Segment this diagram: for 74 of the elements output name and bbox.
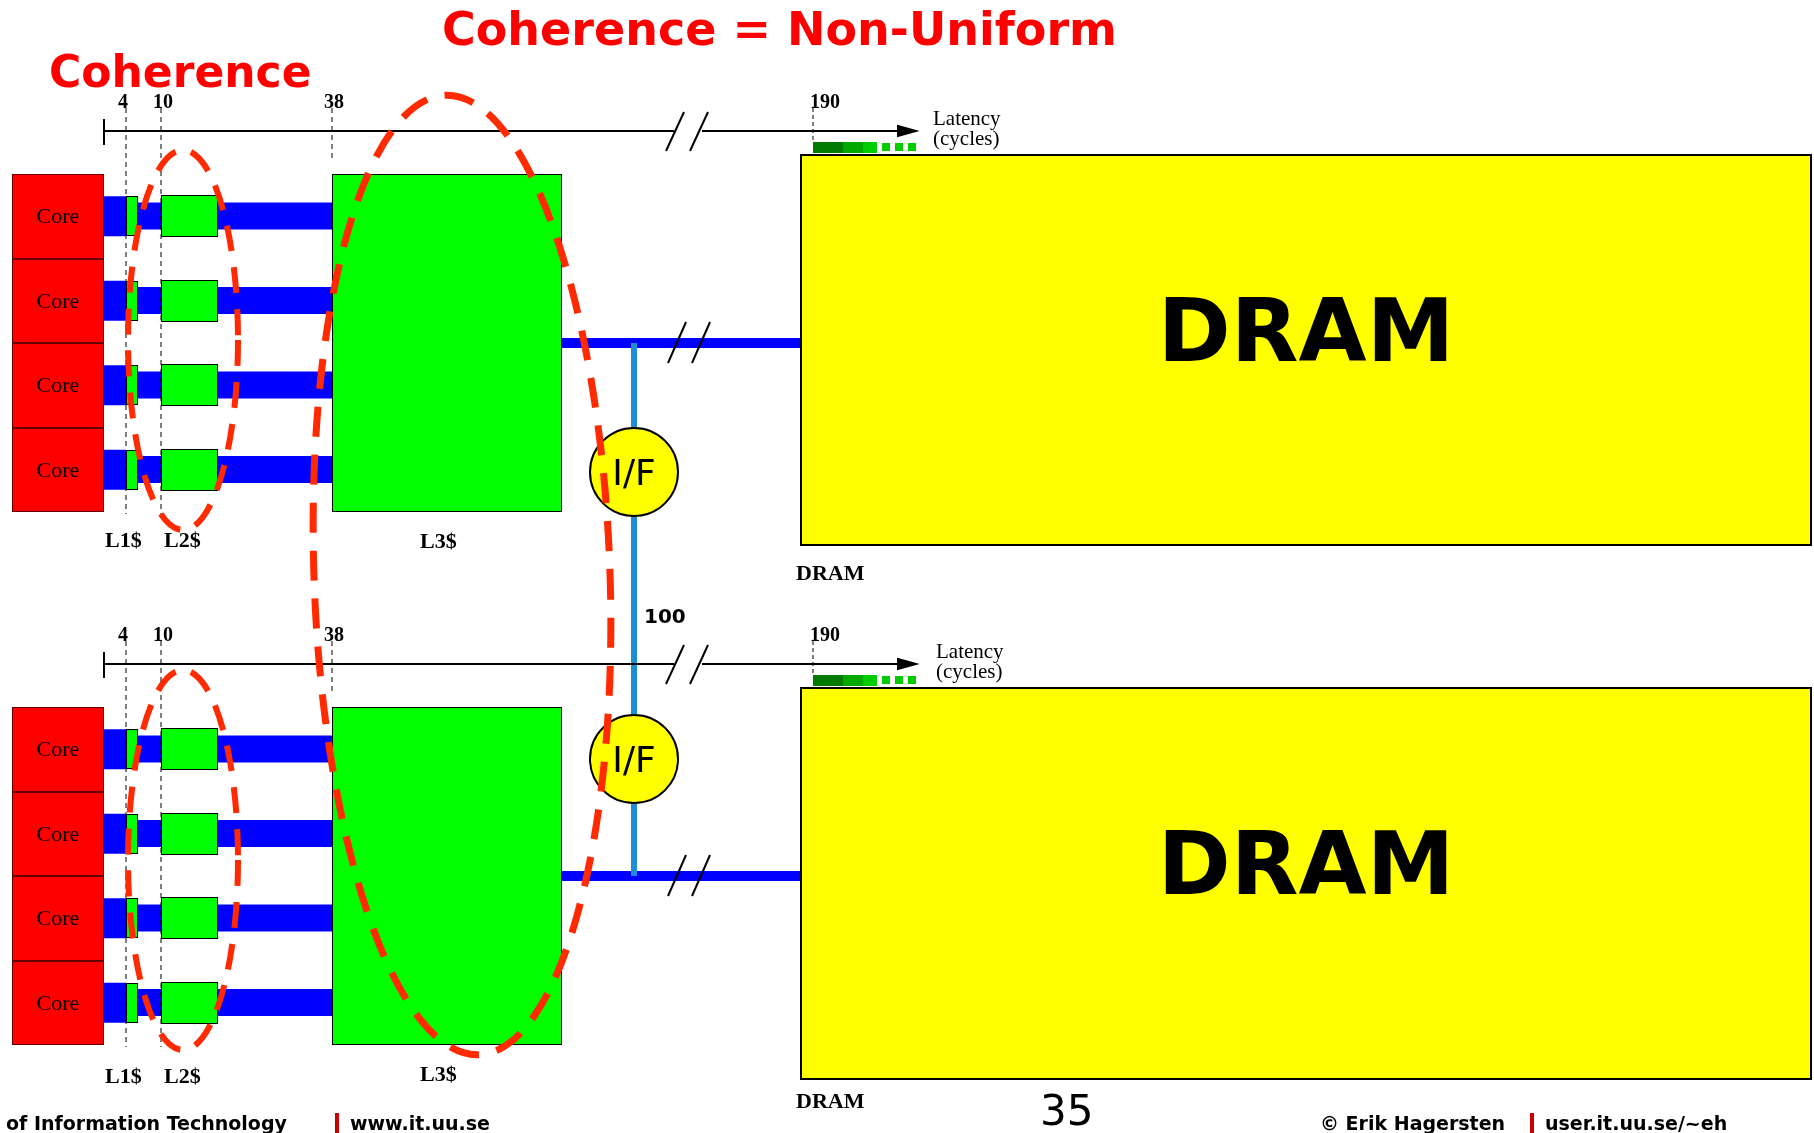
bus-bar xyxy=(138,904,161,932)
connector-line xyxy=(631,343,637,427)
cache-block xyxy=(126,449,138,490)
tick-label: 190 xyxy=(810,90,840,113)
cache-block xyxy=(161,728,218,770)
cache-block xyxy=(126,196,138,236)
bus-bar xyxy=(138,371,161,399)
page-number: 35 xyxy=(1040,1086,1094,1133)
axis-label: Latency (cycles) xyxy=(936,641,1005,681)
column-label: L1$ xyxy=(105,1063,142,1089)
bus-bar xyxy=(138,287,161,314)
dram-block: DRAM xyxy=(800,687,1812,1080)
bus-bar xyxy=(138,456,161,483)
core-block: Core xyxy=(12,343,104,428)
bus-bar xyxy=(138,735,161,763)
column-label: L2$ xyxy=(164,527,201,553)
cache-block xyxy=(161,448,218,491)
cache-block xyxy=(161,364,218,406)
connector-line xyxy=(631,804,637,876)
tick-label: 38 xyxy=(324,90,344,113)
bus-bar xyxy=(138,989,161,1016)
core-block: Core xyxy=(12,174,104,259)
bus-bar xyxy=(104,365,126,406)
bus-bar xyxy=(104,813,126,854)
bus-bar xyxy=(218,371,332,399)
cache-block xyxy=(161,195,218,237)
core-block: Core xyxy=(12,876,104,961)
bus-bar xyxy=(104,196,126,237)
interface-circle: I/F xyxy=(589,427,679,517)
core-block: Core xyxy=(12,707,104,792)
l3-cache-block xyxy=(332,174,562,512)
column-label: L1$ xyxy=(105,527,142,553)
bus-bar xyxy=(104,280,126,321)
bus-bar xyxy=(104,729,126,770)
bus-bar xyxy=(218,456,332,483)
interface-circle: I/F xyxy=(589,714,679,804)
tick-label: 10 xyxy=(153,623,173,646)
bus-bar xyxy=(104,898,126,939)
cache-block xyxy=(161,279,218,322)
column-label: L2$ xyxy=(164,1063,201,1089)
cache-block xyxy=(161,812,218,855)
footer-text: www.it.uu.se xyxy=(350,1112,490,1133)
bus-bar xyxy=(218,904,332,932)
tick-label: 190 xyxy=(810,623,840,646)
axis-label: Latency (cycles) xyxy=(933,108,1002,148)
bus-bar xyxy=(562,338,800,348)
dram-block: DRAM xyxy=(800,154,1812,546)
footer-text: user.it.uu.se/~eh xyxy=(1545,1112,1728,1133)
bus-bar xyxy=(562,871,800,881)
bus-bar xyxy=(104,449,126,490)
core-block: Core xyxy=(12,960,104,1045)
cache-block xyxy=(161,981,218,1024)
connector-line xyxy=(631,517,637,714)
bus-bar xyxy=(138,820,161,847)
cache-block xyxy=(126,982,138,1023)
bus-bar xyxy=(218,202,332,230)
tick-label: 4 xyxy=(118,623,128,646)
cache-block xyxy=(161,897,218,939)
bus-bar xyxy=(104,982,126,1023)
block-caption: DRAM xyxy=(796,560,865,586)
core-block: Core xyxy=(12,258,104,343)
bus-bar xyxy=(138,202,161,230)
slide-title: Coherence = Non-Uniform xyxy=(442,2,1118,56)
block-caption: DRAM xyxy=(796,1088,865,1114)
tick-label: 10 xyxy=(153,90,173,113)
l3-cache-block xyxy=(332,707,562,1045)
core-block: Core xyxy=(12,427,104,512)
bus-bar xyxy=(218,287,332,314)
core-block: Core xyxy=(12,791,104,876)
block-caption: L3$ xyxy=(420,528,457,554)
block-caption: L3$ xyxy=(420,1061,457,1087)
bus-bar xyxy=(218,989,332,1016)
tick-label: 38 xyxy=(324,623,344,646)
bus-bar xyxy=(218,820,332,847)
